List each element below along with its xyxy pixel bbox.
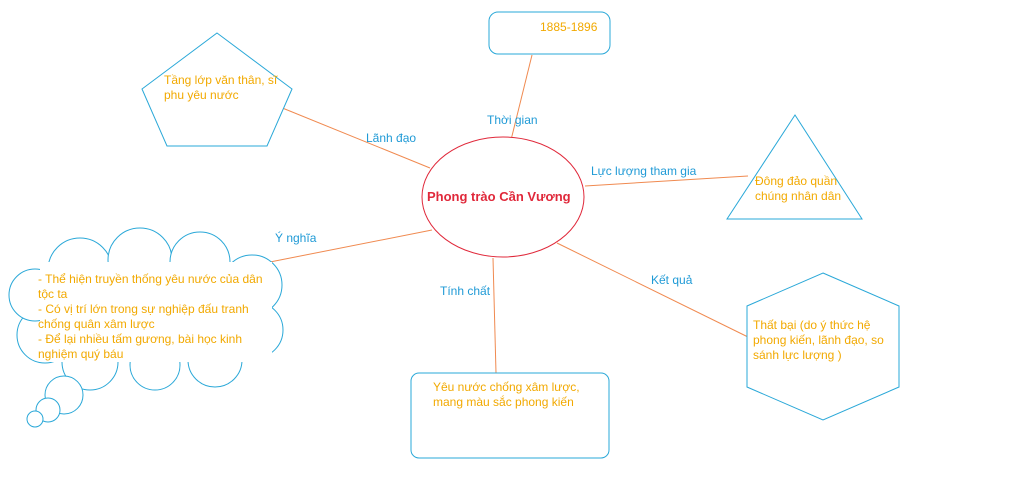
leader-pentagon [141, 32, 293, 147]
connector-nature [492, 257, 497, 374]
text-meaning: - Thể hiện truyền thống yêu nước của dân… [38, 272, 270, 362]
meaning-line-2: - Có vị trí lớn trong sự nghiệp đấu tran… [38, 302, 249, 331]
label-result: Kết quả [651, 273, 693, 287]
cloud-bubble-small [26, 410, 44, 428]
force-triangle [726, 114, 863, 220]
label-meaning: Ý nghĩa [275, 231, 317, 245]
connector-time [510, 54, 533, 141]
meaning-line-3: - Để lại nhiều tấm gương, bài học kinh n… [38, 332, 243, 361]
label-leader: Lãnh đạo [366, 131, 417, 145]
connector-meaning [269, 229, 433, 263]
label-force: Lực lượng tham gia [591, 164, 697, 178]
label-time: Thời gian [487, 113, 538, 127]
meaning-cloud-fill [40, 262, 272, 362]
time-box [488, 11, 611, 55]
meaning-line-1: - Thể hiện truyền thống yêu nước của dân… [38, 272, 263, 301]
center-title: Phong trào Cần Vương [427, 189, 571, 204]
text-result: Thất bại (do ý thức hệ phong kiến, lãnh … [753, 318, 884, 362]
text-time: 1885-1896 [540, 20, 598, 34]
connector-force [584, 175, 749, 187]
text-force: Đông đảo quần chúng nhân dân [755, 174, 842, 203]
connector-result [556, 242, 749, 338]
text-leader: Tầng lớp văn thân, sĩ phu yêu nước [164, 73, 278, 102]
text-nature: Yêu nước chống xâm lược, mang màu sắc ph… [433, 380, 580, 409]
label-nature: Tính chất [440, 284, 491, 298]
nature-box [410, 372, 610, 459]
center-node [421, 136, 585, 258]
result-hexagon [746, 272, 900, 421]
connector-leader [274, 104, 431, 169]
